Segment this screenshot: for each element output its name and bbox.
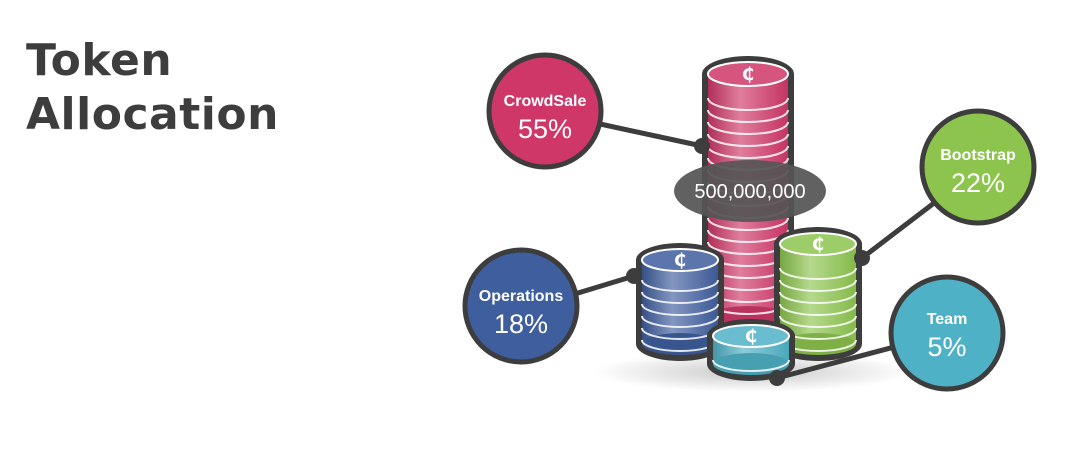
connector-dots bbox=[626, 138, 870, 386]
connector-dot-operations bbox=[626, 268, 642, 284]
connector-dot-crowdsale bbox=[694, 138, 710, 154]
bootstrap-label: Bootstrap bbox=[940, 147, 1016, 164]
coin-edge bbox=[779, 303, 857, 316]
team-bubble: Team 5% bbox=[888, 274, 1006, 392]
coin-edge bbox=[707, 121, 789, 135]
coin-edge bbox=[707, 217, 789, 231]
team-label: Team bbox=[927, 311, 968, 328]
bootstrap-coin-stack: ₵ bbox=[774, 227, 862, 361]
total-supply-badge: 500,000,000 bbox=[674, 160, 826, 222]
connector-bootstrap bbox=[859, 197, 941, 261]
coin-edge bbox=[779, 291, 857, 304]
coin-edge bbox=[707, 97, 789, 111]
coin-symbol-icon: ₵ bbox=[745, 326, 758, 347]
title-line-2: Allocation bbox=[26, 89, 279, 140]
coin-top-face bbox=[707, 61, 789, 87]
operations-coin-stack: ₵ bbox=[636, 243, 724, 361]
coin-top-face bbox=[641, 248, 719, 272]
coin-edge bbox=[707, 145, 789, 159]
crowdsale-bubble: CrowdSale 55% bbox=[486, 52, 604, 170]
connector-team bbox=[774, 343, 901, 381]
coin-edge bbox=[779, 315, 857, 328]
connector-lines bbox=[575, 121, 941, 381]
coin-symbol-icon: ₵ bbox=[674, 250, 687, 271]
bootstrap-percent: 22% bbox=[951, 168, 1005, 198]
crowdsale-percent: 55% bbox=[518, 114, 572, 144]
coin-edge bbox=[641, 291, 719, 304]
crowdsale-label: CrowdSale bbox=[504, 93, 587, 110]
title-line-1: Token bbox=[26, 35, 173, 86]
operations-percent: 18% bbox=[494, 309, 548, 339]
connector-operations bbox=[575, 273, 637, 296]
coin-edge bbox=[641, 303, 719, 316]
operations-label: Operations bbox=[479, 288, 564, 305]
team-percent: 5% bbox=[927, 332, 966, 362]
coin-symbol-icon: ₵ bbox=[812, 234, 825, 255]
coin-edge bbox=[641, 315, 719, 328]
coin-edge bbox=[707, 109, 789, 123]
coin-edge bbox=[712, 359, 790, 372]
page-title: Token Allocation bbox=[26, 34, 279, 142]
total-supply-value: 500,000,000 bbox=[694, 181, 805, 203]
operations-bubble: Operations 18% bbox=[462, 247, 580, 365]
bootstrap-bubble: Bootstrap 22% bbox=[919, 108, 1037, 226]
connector-dot-bootstrap bbox=[854, 250, 870, 266]
coin-symbol-icon: ₵ bbox=[742, 64, 755, 85]
stack-body bbox=[780, 244, 856, 344]
coin-top-face bbox=[779, 232, 857, 256]
connector-dot-team bbox=[769, 370, 785, 386]
coin-edge bbox=[779, 267, 857, 280]
team-coin-stack: ₵ bbox=[707, 319, 795, 381]
coin-edge bbox=[707, 133, 789, 147]
coin-edge bbox=[641, 279, 719, 292]
connector-crowdsale bbox=[597, 121, 705, 149]
coin-edge bbox=[779, 279, 857, 292]
coin-top-face bbox=[712, 324, 790, 348]
